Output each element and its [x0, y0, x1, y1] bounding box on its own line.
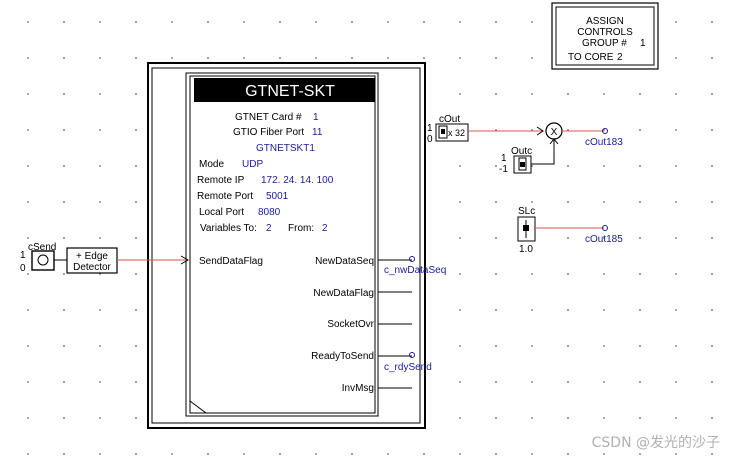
fiber-label: GTIO Fiber Port — [233, 127, 304, 138]
input-arrow — [180, 255, 190, 265]
block-name: GTNETSKT1 — [256, 143, 315, 154]
mode-label: Mode — [199, 159, 224, 170]
outc-lo: -1 — [499, 164, 508, 175]
slc-slider[interactable]: SLc 1.0 — [517, 206, 536, 255]
vars-to-value: 2 — [266, 223, 272, 234]
slc-value: 1.0 — [519, 244, 533, 255]
outc-label: Outc — [511, 146, 532, 157]
cout183-node — [602, 128, 608, 134]
mult-symbol: X — [551, 127, 558, 138]
cout-gain: x 32 — [448, 128, 465, 138]
output-wires — [378, 256, 415, 389]
remote-port-value: 5001 — [266, 191, 289, 202]
assign-line4: TO CORE — [568, 52, 614, 63]
assign-controls-box[interactable]: ASSIGN CONTROLS GROUP # 1 TO CORE 2 — [551, 2, 659, 70]
remote-ip-value: 172. 24. 14. 100 — [261, 175, 334, 186]
gtnet-skt-block[interactable]: GTNET-SKT GTNET Card # 1 GTIO Fiber Port… — [147, 62, 426, 429]
output-port-readytosend: ReadyToSend — [311, 351, 374, 362]
mode-value: UDP — [242, 159, 263, 170]
csend-hi: 1 — [20, 250, 26, 261]
local-port-value: 8080 — [258, 207, 281, 218]
csend-label: cSend — [28, 242, 56, 253]
output-port-newdataseq: NewDataSeq — [315, 256, 374, 267]
signal-rdysend[interactable]: c_rdySend — [384, 362, 432, 373]
cout185-node — [602, 225, 608, 231]
assign-line1: ASSIGN — [586, 16, 624, 27]
multiplier-block[interactable]: X — [545, 122, 563, 140]
remote-ip-label: Remote IP — [197, 175, 245, 186]
outc-hi: 1 — [501, 153, 507, 164]
watermark: CSDN @发光的沙子 — [592, 435, 720, 451]
output-port-newdataflag: NewDataFlag — [313, 288, 374, 299]
card-value: 1 — [313, 112, 319, 123]
signal-cout185[interactable]: cOut185 — [585, 234, 623, 245]
edge-line1: + Edge — [76, 251, 108, 262]
cout-slider[interactable]: cOut 1 0 x 32 — [427, 114, 469, 145]
local-port-label: Local Port — [199, 207, 244, 218]
fiber-value: 11 — [312, 127, 323, 138]
slc-label: SLc — [518, 206, 535, 217]
output-port-socketovr: SocketOvr — [327, 319, 374, 330]
assign-group-num: 1 — [640, 38, 646, 49]
wire-outc-mult — [531, 139, 555, 165]
cout-label: cOut — [439, 114, 460, 125]
csend-button[interactable]: cSend 1 0 — [20, 242, 56, 274]
mult-arrow-a — [536, 126, 544, 136]
edge-detector[interactable]: + Edge Detector — [66, 247, 118, 274]
remote-port-label: Remote Port — [197, 191, 253, 202]
from-label: From: — [288, 223, 314, 234]
assign-line2: CONTROLS — [577, 27, 633, 38]
cout-lo: 0 — [427, 134, 433, 145]
output-port-invmsg: InvMsg — [342, 383, 374, 394]
cout-hi: 1 — [427, 123, 433, 134]
signal-nwdataseq[interactable]: c_nwDataSeq — [384, 265, 446, 276]
block-title: GTNET-SKT — [245, 83, 335, 100]
assign-line3: GROUP # — [582, 38, 627, 49]
edge-line2: Detector — [73, 262, 111, 273]
from-value: 2 — [322, 223, 328, 234]
block-title-bar — [194, 78, 375, 102]
outc-slider[interactable]: Outc 1 -1 — [499, 146, 532, 175]
input-port-label: SendDataFlag — [199, 256, 263, 267]
signal-cout183[interactable]: cOut183 — [585, 137, 623, 148]
csend-lo: 0 — [20, 263, 26, 274]
card-label: GTNET Card # — [235, 112, 302, 123]
vars-to-label: Variables To: — [200, 223, 257, 234]
assign-core-num: 2 — [617, 52, 623, 63]
